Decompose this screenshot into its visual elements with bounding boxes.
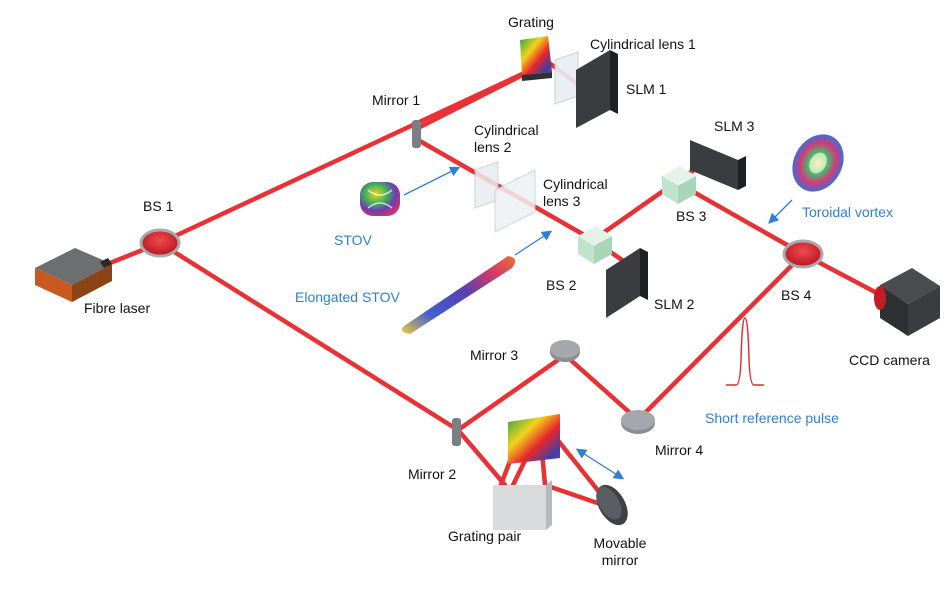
label-stov: STOV	[334, 232, 372, 248]
label-cylindrical-lens-2-line1: Cylindrical	[474, 122, 539, 138]
label-slm-3: SLM 3	[714, 118, 755, 134]
movable-mirror-icon	[596, 484, 628, 526]
beam-mirror2-to-gratingpair	[455, 427, 508, 488]
label-slm-2: SLM 2	[654, 296, 695, 312]
elongated-arrow	[514, 230, 553, 256]
beam-mirror2-to-mirror3	[455, 352, 568, 433]
mirror1-icon	[412, 120, 421, 148]
bs4-icon	[782, 239, 824, 269]
bs1-icon	[139, 228, 181, 258]
toroidal-vortex-icon	[792, 134, 844, 192]
beam-mirror3-to-mirror4	[562, 352, 641, 423]
bs2-icon	[578, 226, 612, 264]
beam-bs3-to-bs4	[673, 179, 806, 257]
beam-mirror4-to-bs4	[635, 251, 806, 423]
label-bs-2: BS 2	[546, 277, 577, 293]
label-cylindrical-lens-2: Cylindrical lens 2	[474, 122, 539, 156]
label-cylindrical-lens-3: Cylindrical lens 3	[543, 176, 608, 210]
grating-pair-icon	[493, 414, 560, 530]
stov-wavepacket-icon	[360, 182, 400, 216]
elongated-stov-icon	[402, 256, 516, 334]
mirror3-icon	[550, 340, 580, 362]
toroid-arrow	[768, 199, 793, 224]
cylindrical-lens-3-icon	[494, 169, 536, 233]
mirror4-icon	[621, 410, 655, 434]
label-movable-mirror: Movable mirror	[590, 535, 650, 569]
label-toroidal-vortex: Toroidal vortex	[802, 204, 894, 220]
label-bs-1: BS 1	[143, 198, 174, 214]
slm1-icon	[576, 50, 618, 128]
cylindrical-lens-1-icon	[554, 51, 579, 105]
label-grating: Grating	[508, 14, 554, 30]
label-bs-4: BS 4	[781, 287, 812, 303]
label-cylindrical-lens-1: Cylindrical lens 1	[590, 36, 696, 52]
ccd-camera-icon	[874, 268, 940, 336]
label-mirror-1: Mirror 1	[372, 92, 421, 108]
label-slm-1: SLM 1	[626, 81, 667, 97]
label-elongated-stov: Elongated STOV	[295, 289, 400, 305]
label-mirror-2: Mirror 2	[408, 466, 457, 482]
label-bs-3: BS 3	[676, 208, 707, 224]
annotation-arrows	[403, 166, 793, 480]
label-movable-mirror-line1: Movable	[593, 535, 647, 551]
slm3-icon	[690, 140, 746, 190]
grating-icon	[520, 36, 552, 81]
label-movable-mirror-line2: mirror	[601, 552, 639, 568]
beam-bs1-to-grating	[157, 59, 551, 246]
label-cylindrical-lens-3-line2: lens 3	[543, 193, 581, 209]
reference-pulse-icon	[726, 317, 764, 386]
slm2-icon	[606, 248, 648, 318]
label-cylindrical-lens-2-line2: lens 2	[474, 139, 512, 155]
label-mirror-3: Mirror 3	[470, 347, 519, 363]
mirror2-icon	[452, 418, 461, 446]
label-fibre-laser: Fibre laser	[84, 300, 151, 316]
beam-bs1-to-mirror2	[157, 240, 461, 433]
fibre-laser-icon	[35, 248, 112, 302]
bs3-icon	[662, 166, 696, 204]
label-short-reference-pulse: Short reference pulse	[705, 410, 839, 426]
label-mirror-4: Mirror 4	[655, 442, 704, 458]
label-cylindrical-lens-3-line1: Cylindrical	[543, 176, 608, 192]
movable-arrow	[575, 448, 625, 480]
label-grating-pair: Grating pair	[448, 528, 522, 544]
label-ccd-camera: CCD camera	[849, 352, 930, 368]
stov-arrow	[403, 166, 461, 196]
